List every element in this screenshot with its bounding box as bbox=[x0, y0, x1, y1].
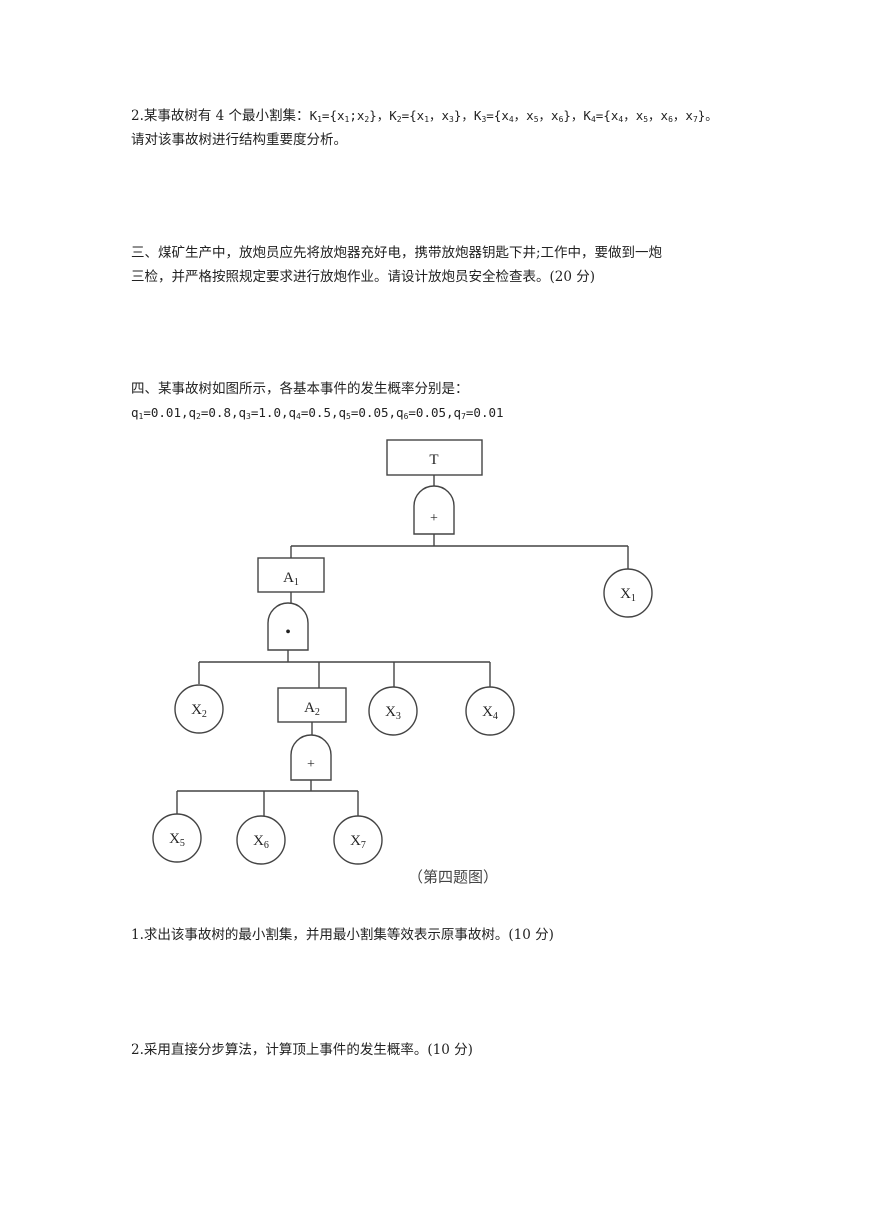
section4-line1: 四、某事故树如图所示，各基本事件的发生概率分别是： bbox=[131, 381, 469, 397]
basic-event-x2 bbox=[174, 684, 224, 734]
basic-event-x6-label: X6 bbox=[253, 833, 269, 851]
section3-line2: 三检，并严格按照规定要求进行放炮作业。请设计放炮员安全检查表。(20 分) bbox=[131, 269, 596, 285]
cut-set-k1: K1={x1;x2}， bbox=[309, 108, 390, 124]
basic-event-x6 bbox=[236, 815, 286, 865]
basic-event-x1-label: X1 bbox=[620, 586, 636, 604]
probability-q2: q2=0.8, bbox=[188, 405, 239, 421]
probability-q6: q6=0.05, bbox=[396, 405, 454, 421]
q2-prefix: 2.某事故树有 4 个最小割集： bbox=[131, 108, 310, 124]
cut-set-k3: K3={x4，x5，x6}， bbox=[473, 108, 584, 124]
intermediate-event-a2-box bbox=[277, 687, 347, 723]
probability-q5: q5=0.05, bbox=[338, 405, 397, 421]
minimal-cut-sets: K1={x1;x2}，K2={x1，x3}，K3={x4，x5，x6}，K4={… bbox=[309, 108, 718, 124]
basic-event-x2-label: X2 bbox=[191, 702, 207, 720]
intermediate-event-a1-label: A1 bbox=[283, 570, 299, 588]
q2-statement: 2.某事故树有 4 个最小割集：K1={x1;x2}，K2={x1，x3}，K3… bbox=[131, 106, 718, 130]
intermediate-event-a2-label: A2 bbox=[304, 700, 320, 718]
figure-caption: （第四题图） bbox=[408, 868, 499, 886]
basic-event-x5 bbox=[152, 813, 202, 863]
basic-event-x1 bbox=[603, 568, 653, 618]
probability-list: q1=0.01,q2=0.8,q3=1.0,q4=0.5,q5=0.05,q6=… bbox=[131, 403, 504, 427]
sub-question-2: 2.采用直接分步算法，计算顶上事件的发生概率。(10 分) bbox=[131, 1042, 473, 1058]
probability-q3: q3=1.0, bbox=[238, 405, 289, 421]
basic-event-x5-label: X5 bbox=[169, 831, 185, 849]
probability-q7: q7=0.01 bbox=[453, 405, 504, 421]
and-gate-a1 bbox=[267, 602, 309, 651]
or-gate-a2-symbol: + bbox=[307, 757, 315, 772]
and-gate-a1-symbol: • bbox=[285, 624, 291, 641]
top-event-label: T bbox=[429, 452, 438, 468]
basic-event-x3 bbox=[368, 686, 418, 736]
probability-q1: q1=0.01, bbox=[131, 405, 189, 421]
or-gate-a2 bbox=[290, 734, 332, 781]
or-gate-top bbox=[413, 485, 455, 535]
or-gate-top-symbol: + bbox=[430, 511, 438, 526]
section3-line1: 三、煤矿生产中，放炮员应先将放炮器充好电，携带放炮器钥匙下井;工作中，要做到一炮 bbox=[131, 245, 663, 261]
sub-question-1: 1.求出该事故树的最小割集，并用最小割集等效表示原事故树。(10 分) bbox=[131, 927, 554, 943]
basic-event-x4-label: X4 bbox=[482, 704, 498, 722]
q2-instruction: 请对该事故树进行结构重要度分析。 bbox=[131, 132, 347, 148]
cut-set-k4: K4={x4，x5，x6，x7}。 bbox=[583, 108, 718, 124]
intermediate-event-a1-box bbox=[257, 557, 325, 593]
basic-event-x7 bbox=[333, 815, 383, 865]
basic-event-x3-label: X3 bbox=[385, 704, 401, 722]
basic-event-x4 bbox=[465, 686, 515, 736]
probability-q4: q4=0.5, bbox=[288, 405, 339, 421]
cut-set-k2: K2={x1，x3}， bbox=[389, 108, 474, 124]
basic-event-x7-label: X7 bbox=[350, 833, 366, 851]
